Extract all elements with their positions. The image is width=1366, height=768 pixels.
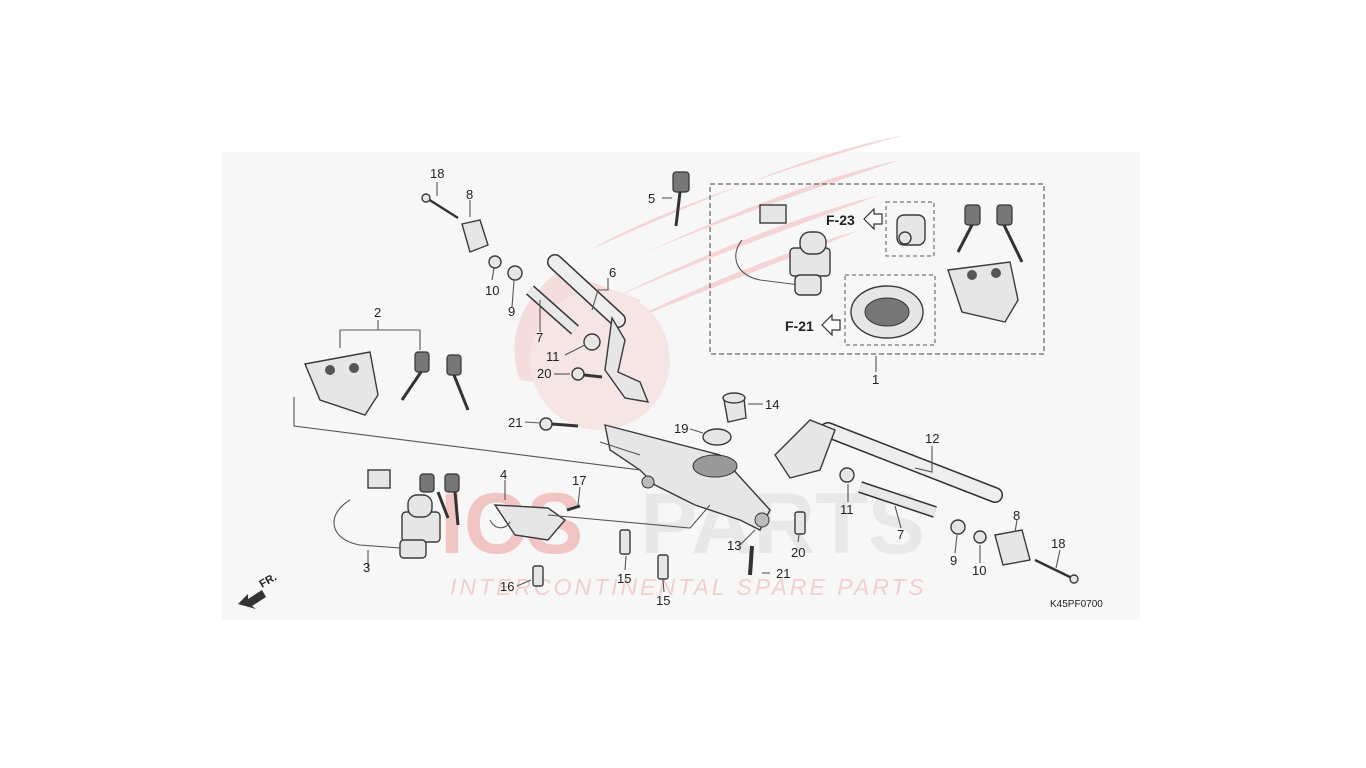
- callout-9b: 9: [950, 553, 957, 568]
- callout-7b: 7: [897, 527, 904, 542]
- callout-20a: 20: [537, 366, 551, 381]
- keys-icon: [956, 204, 1024, 263]
- cap-14-icon: [722, 392, 747, 423]
- callouts: 18 8 10 9 7 5 6 11 20 21 2 1 14 19 12 4 …: [363, 166, 1065, 608]
- direction-label: FR.: [258, 571, 279, 590]
- callout-20b: 20: [791, 545, 805, 560]
- callout-4: 4: [500, 467, 507, 482]
- leader-lines: [293, 182, 1061, 593]
- cover-icon: [947, 261, 1019, 323]
- bracket-4-icon: [489, 504, 567, 541]
- rod-7a-icon: [526, 285, 579, 335]
- top-bridge-13-icon: [604, 424, 771, 531]
- callout-18a: 18: [430, 166, 444, 181]
- watermark-tagline: INTERCONTINENTAL SPARE PARTS: [450, 574, 927, 600]
- callout-19: 19: [674, 421, 688, 436]
- ref-arrow-f23: F-23: [826, 207, 883, 231]
- callout-3: 3: [363, 560, 370, 575]
- collar-9a-icon: [507, 265, 523, 281]
- switch-cover-2-icon: [304, 351, 470, 416]
- callout-5: 5: [648, 191, 655, 206]
- ignition-3-icon: [333, 469, 460, 559]
- callout-15a: 15: [617, 571, 631, 586]
- nut-19-icon: [702, 428, 732, 446]
- bolt-21a-icon: [539, 417, 579, 431]
- front-arrow-icon: FR.: [238, 571, 279, 609]
- bolt-20b-icon: [794, 511, 806, 535]
- key-5-icon: [672, 171, 690, 227]
- callout-15b: 15: [656, 593, 670, 608]
- bolt-15a-icon: [619, 529, 631, 555]
- fuel-cap-box: [844, 274, 936, 346]
- callout-8b: 8: [1013, 508, 1020, 523]
- callout-11a: 11: [546, 349, 560, 364]
- callout-17: 17: [572, 473, 586, 488]
- weight-8b-icon: [994, 529, 1031, 566]
- callout-11b: 11: [840, 502, 854, 517]
- diagram-code: K45PF0700: [1050, 599, 1103, 610]
- callout-6: 6: [609, 265, 616, 280]
- seat-lock-box: [885, 201, 935, 257]
- callout-21a: 21: [508, 415, 522, 430]
- rod-7b-icon: [858, 481, 937, 518]
- callout-21b: 21: [776, 566, 790, 581]
- callout-2: 2: [374, 305, 381, 320]
- ref-f23: F-23: [826, 212, 855, 228]
- spacer-10b-icon: [973, 530, 987, 544]
- bolt-20a-icon: [571, 367, 603, 381]
- callout-16: 16: [500, 579, 514, 594]
- nut-11b-icon: [839, 467, 855, 483]
- callout-10b: 10: [972, 563, 986, 578]
- spacer-10a-icon: [488, 255, 502, 269]
- callout-8a: 8: [466, 187, 473, 202]
- callout-14: 14: [765, 397, 779, 412]
- callout-7a: 7: [536, 330, 543, 345]
- nut-11a-icon: [583, 333, 601, 351]
- callout-1: 1: [872, 372, 879, 387]
- bolt-17-icon: [566, 504, 581, 512]
- bolt-15b-icon: [657, 554, 669, 580]
- bolt-21b-icon: [748, 545, 754, 576]
- bolt-16-icon: [532, 565, 544, 587]
- collar-9b-icon: [950, 519, 966, 535]
- fuel-cap-icon: [850, 285, 924, 339]
- callout-13: 13: [727, 538, 741, 553]
- callout-18b: 18: [1051, 536, 1065, 551]
- callout-10a: 10: [485, 283, 499, 298]
- handlebar-12-icon: [774, 419, 1003, 503]
- ref-f21: F-21: [785, 318, 814, 334]
- ignition-switch-icon: [735, 204, 831, 296]
- seat-lock-icon: [896, 214, 926, 246]
- callout-9a: 9: [508, 304, 515, 319]
- callout-12: 12: [925, 431, 939, 446]
- weight-8a-icon: [461, 219, 489, 253]
- bolt-18b-icon: [1034, 558, 1079, 584]
- handlebar-6-icon: [547, 254, 650, 403]
- bolt-18a-icon: [421, 193, 459, 220]
- ref-arrow-f21: F-21: [785, 313, 841, 337]
- assembly-1-box: [709, 183, 1045, 355]
